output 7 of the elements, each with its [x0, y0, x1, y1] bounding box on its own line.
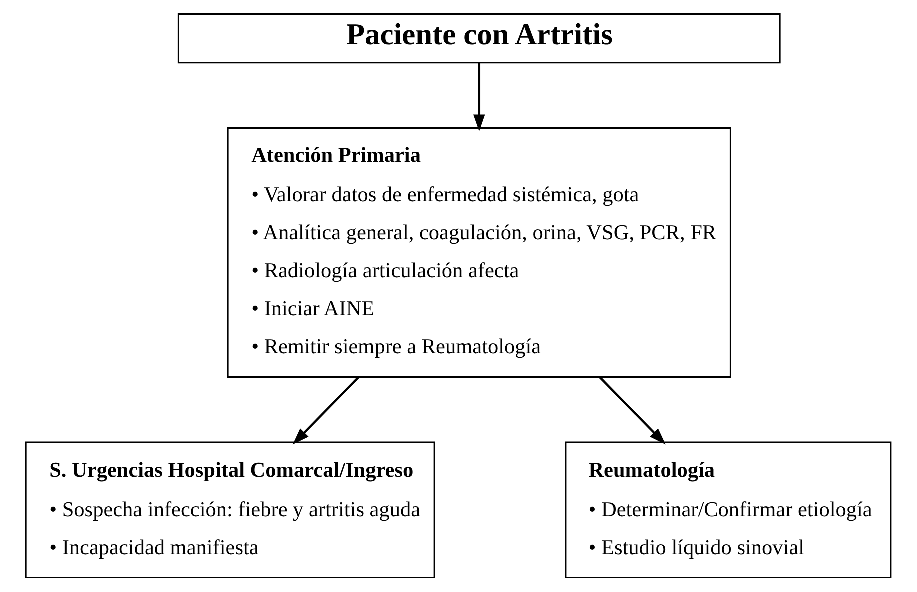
node-box: S. Urgencias Hospital Comarcal/Ingreso • Sospecha infección: fiebre y artritis aguda • Incapacidad manifiesta — [25, 442, 436, 578]
arrow — [292, 376, 360, 445]
node-box: Reumatología • Determinar/Confirmar etiología • Estudio líquido sinovial — [565, 442, 892, 578]
arrow — [474, 63, 486, 132]
node-box: Paciente con Artritis — [178, 14, 781, 64]
node-box: Atención Primaria • Valorar datos de enfermedad sistémica, gota • Analítica general, coagulación, orina, VSG, PCR, FR • Radiología articulación afecta • Iniciar AINE • Remitir siempre a Reumatología — [227, 127, 732, 378]
arrow — [599, 376, 666, 445]
